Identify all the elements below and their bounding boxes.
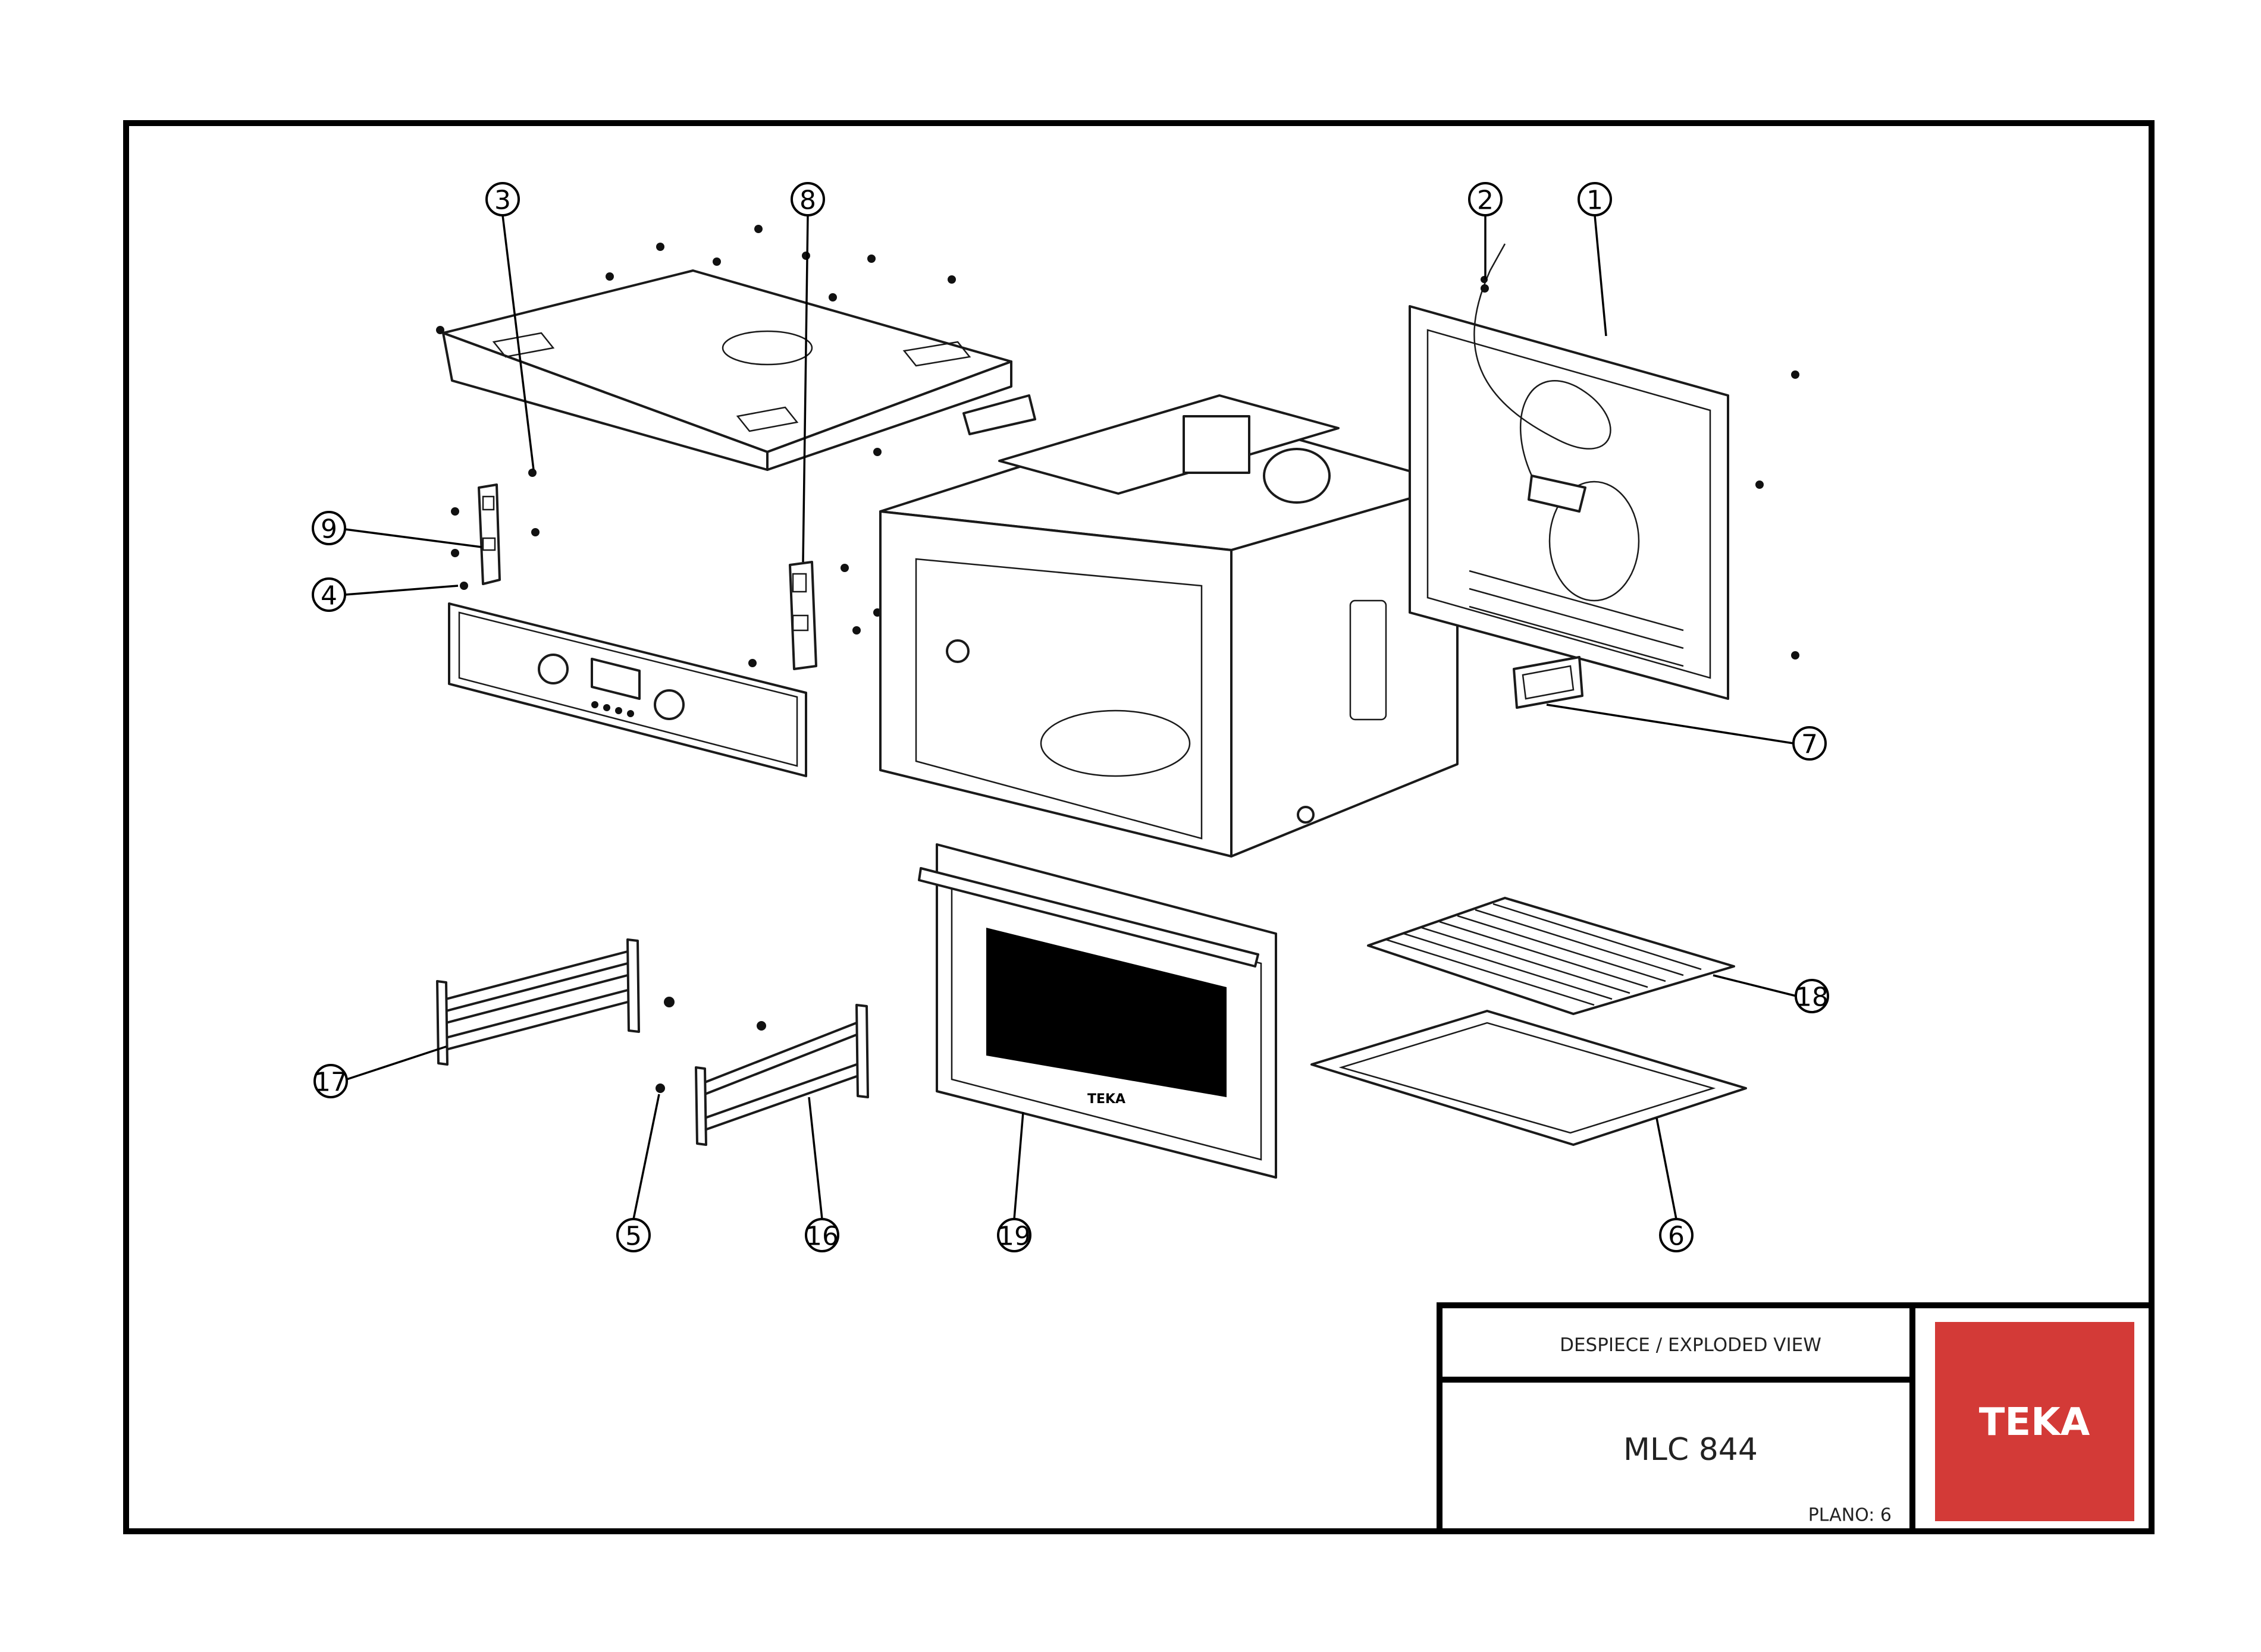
callout-7: 7 xyxy=(1792,726,1827,761)
back-screws xyxy=(1481,284,1799,659)
callout-8: 8 xyxy=(791,182,825,216)
callout-18: 18 xyxy=(1795,979,1829,1013)
callout-2: 2 xyxy=(1468,182,1503,216)
callout-16: 16 xyxy=(805,1218,839,1252)
callout-5: 5 xyxy=(616,1218,651,1252)
callout-9-label: 9 xyxy=(321,514,337,545)
title-block-plan: PLANO: 6 xyxy=(1808,1505,1892,1526)
callout-17-label: 17 xyxy=(314,1067,347,1098)
left-side-rack xyxy=(436,938,675,1066)
callout-4: 4 xyxy=(312,577,346,612)
loose-screw xyxy=(656,1083,665,1093)
title-block-header: DESPIECE / EXPLODED VIEW xyxy=(1560,1334,1821,1356)
wire-rack xyxy=(1367,897,1735,1015)
callout-6: 6 xyxy=(1659,1218,1694,1252)
brand-logo-text: TEKA xyxy=(1979,1400,2090,1444)
callout-18-label: 18 xyxy=(1795,982,1829,1013)
title-block-model: MLC 844 xyxy=(1623,1432,1758,1468)
control-panel xyxy=(448,602,807,777)
leader-lines xyxy=(344,215,1797,1220)
callout-6-label: 6 xyxy=(1668,1221,1685,1252)
callout-2-label: 2 xyxy=(1477,186,1494,216)
left-hinge-bracket xyxy=(451,469,540,590)
oven-cavity-body xyxy=(879,394,1459,858)
callout-1-label: 1 xyxy=(1586,186,1603,216)
callout-19: 19 xyxy=(997,1218,1031,1252)
callout-5-label: 5 xyxy=(625,1221,642,1252)
callout-17: 17 xyxy=(313,1064,348,1098)
door-window xyxy=(986,928,1227,1097)
door-logo: TEKA xyxy=(1087,1092,1125,1107)
callout-8-label: 8 xyxy=(799,186,816,216)
title-block: DESPIECE / EXPLODED VIEW MLC 844 PLANO: … xyxy=(1437,1302,2155,1534)
callout-1: 1 xyxy=(1578,182,1612,216)
oven-door: TEKA xyxy=(918,843,1277,1179)
callout-3: 3 xyxy=(485,182,520,216)
callout-7-label: 7 xyxy=(1801,730,1818,760)
callout-4-label: 4 xyxy=(321,581,337,611)
sensor-wire xyxy=(1473,243,1611,476)
back-panel xyxy=(1409,305,1729,700)
callout-3-label: 3 xyxy=(494,186,511,216)
callout-16-label: 16 xyxy=(805,1221,839,1252)
vent-cover xyxy=(1513,656,1583,709)
baking-tray xyxy=(1310,1010,1747,1146)
right-hinge-bracket xyxy=(748,561,882,670)
right-side-rack xyxy=(695,1004,869,1146)
callout-9: 9 xyxy=(312,511,346,545)
callout-19-label: 19 xyxy=(998,1221,1031,1252)
drawing-frame xyxy=(123,120,2155,1534)
top-cover-plate xyxy=(442,269,1012,471)
brand-logo xyxy=(1935,1322,2134,1521)
